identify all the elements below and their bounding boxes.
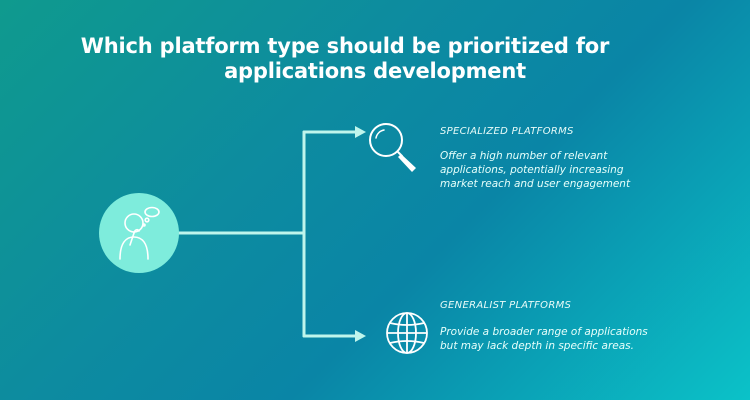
specialized-platforms-title: SPECIALIZED PLATFORMS <box>440 126 574 137</box>
arrowhead-bottom <box>355 330 366 342</box>
arrowhead-top <box>355 126 366 138</box>
specialized-platforms-description: Offer a high number of relevant applicat… <box>440 150 631 190</box>
generalist-platforms-description: Provide a broader range of applications … <box>440 326 648 352</box>
title-line-1: Which platform type should be prioritize… <box>80 34 610 58</box>
thinking-person-icon <box>119 206 160 260</box>
magnifying-glass-icon <box>364 118 424 178</box>
globe-icon <box>385 310 429 360</box>
generalist-platforms-title: GENERALIST PLATFORMS <box>440 300 572 311</box>
center-node <box>99 193 179 273</box>
page-title: Which platform type should be prioritize… <box>40 34 710 84</box>
title-line-2: applications development <box>224 59 526 83</box>
